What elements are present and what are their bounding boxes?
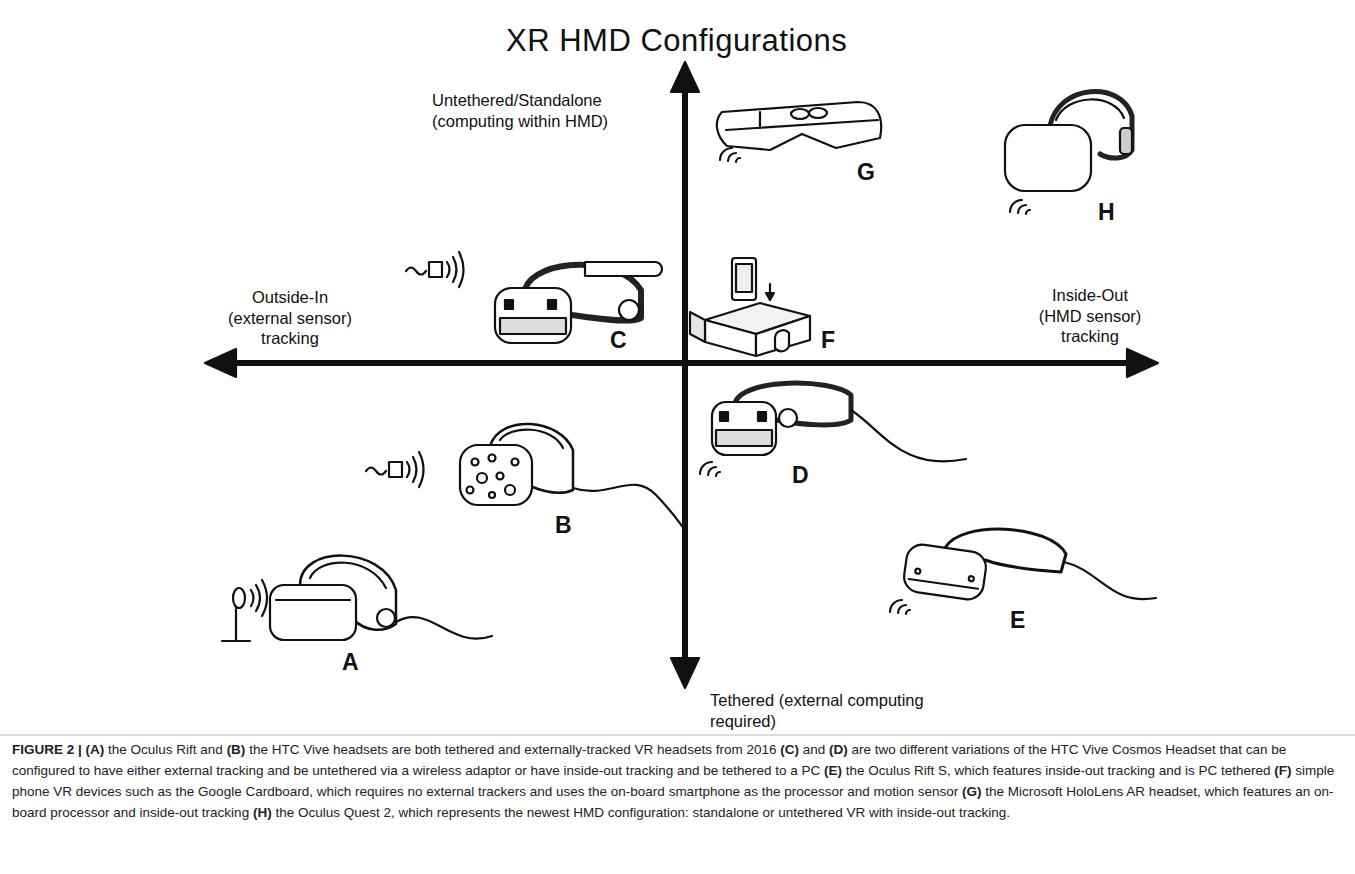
axes bbox=[205, 62, 1158, 688]
figure-caption: FIGURE 2 | (A) the Oculus Rift and (B) t… bbox=[12, 740, 1342, 824]
axis-label: Tethered (external computing required) bbox=[710, 690, 972, 731]
caption-part: (G) bbox=[962, 784, 982, 799]
callout-letter: D bbox=[792, 461, 809, 490]
caption-part: (C) bbox=[780, 742, 799, 757]
caption-part bbox=[82, 742, 86, 757]
caption-part: the Oculus Quest 2, which represents the… bbox=[272, 805, 1010, 820]
caption-part: (H) bbox=[253, 805, 272, 820]
callout-letter: H bbox=[1098, 198, 1115, 227]
caption-rule bbox=[0, 735, 1355, 736]
axis-label: Outside-In (external sensor) tracking bbox=[220, 287, 360, 349]
axis-label: Untethered/Standalone (computing within … bbox=[432, 90, 632, 131]
caption-part: FIGURE 2 | bbox=[12, 742, 82, 757]
oculus-rift-figure bbox=[222, 556, 492, 641]
cardboard-figure bbox=[690, 258, 810, 356]
caption-part: the HTC Vive headsets are both tethered … bbox=[245, 742, 780, 757]
callout-letter: E bbox=[1010, 606, 1025, 635]
figure-title: XR HMD Configurations bbox=[506, 22, 847, 61]
caption-part: and bbox=[799, 742, 829, 757]
callout-letter: C bbox=[610, 326, 627, 355]
caption-part: (E) bbox=[824, 763, 842, 778]
caption-part: (F) bbox=[1274, 763, 1291, 778]
caption-part: the Oculus Rift S, which features inside… bbox=[842, 763, 1274, 778]
callout-letter: A bbox=[342, 648, 359, 677]
callout-letter: B bbox=[555, 511, 572, 540]
callout-letter: G bbox=[857, 158, 875, 187]
hololens-figure bbox=[717, 102, 881, 162]
oculus-quest-2-figure bbox=[1005, 92, 1132, 214]
axis-label: Inside-Out (HMD sensor) tracking bbox=[1032, 285, 1148, 347]
htc-vive-figure bbox=[366, 424, 686, 530]
caption-part: (D) bbox=[829, 742, 848, 757]
oculus-rift-s-figure bbox=[890, 529, 1156, 614]
callout-letter: F bbox=[821, 326, 835, 355]
caption-part: (A) bbox=[86, 742, 105, 757]
vive-cosmos-tethered-figure bbox=[700, 383, 966, 476]
caption-part: (B) bbox=[227, 742, 246, 757]
caption-part: the Oculus Rift and bbox=[104, 742, 226, 757]
